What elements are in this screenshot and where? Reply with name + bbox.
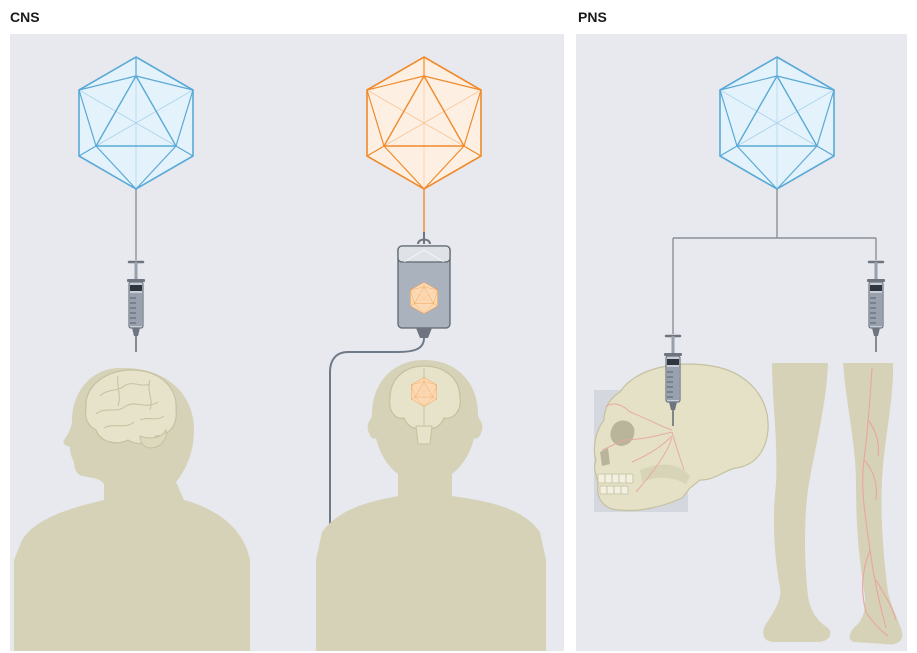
iv-bag-icon [398, 232, 450, 338]
brain-icon [85, 370, 176, 448]
